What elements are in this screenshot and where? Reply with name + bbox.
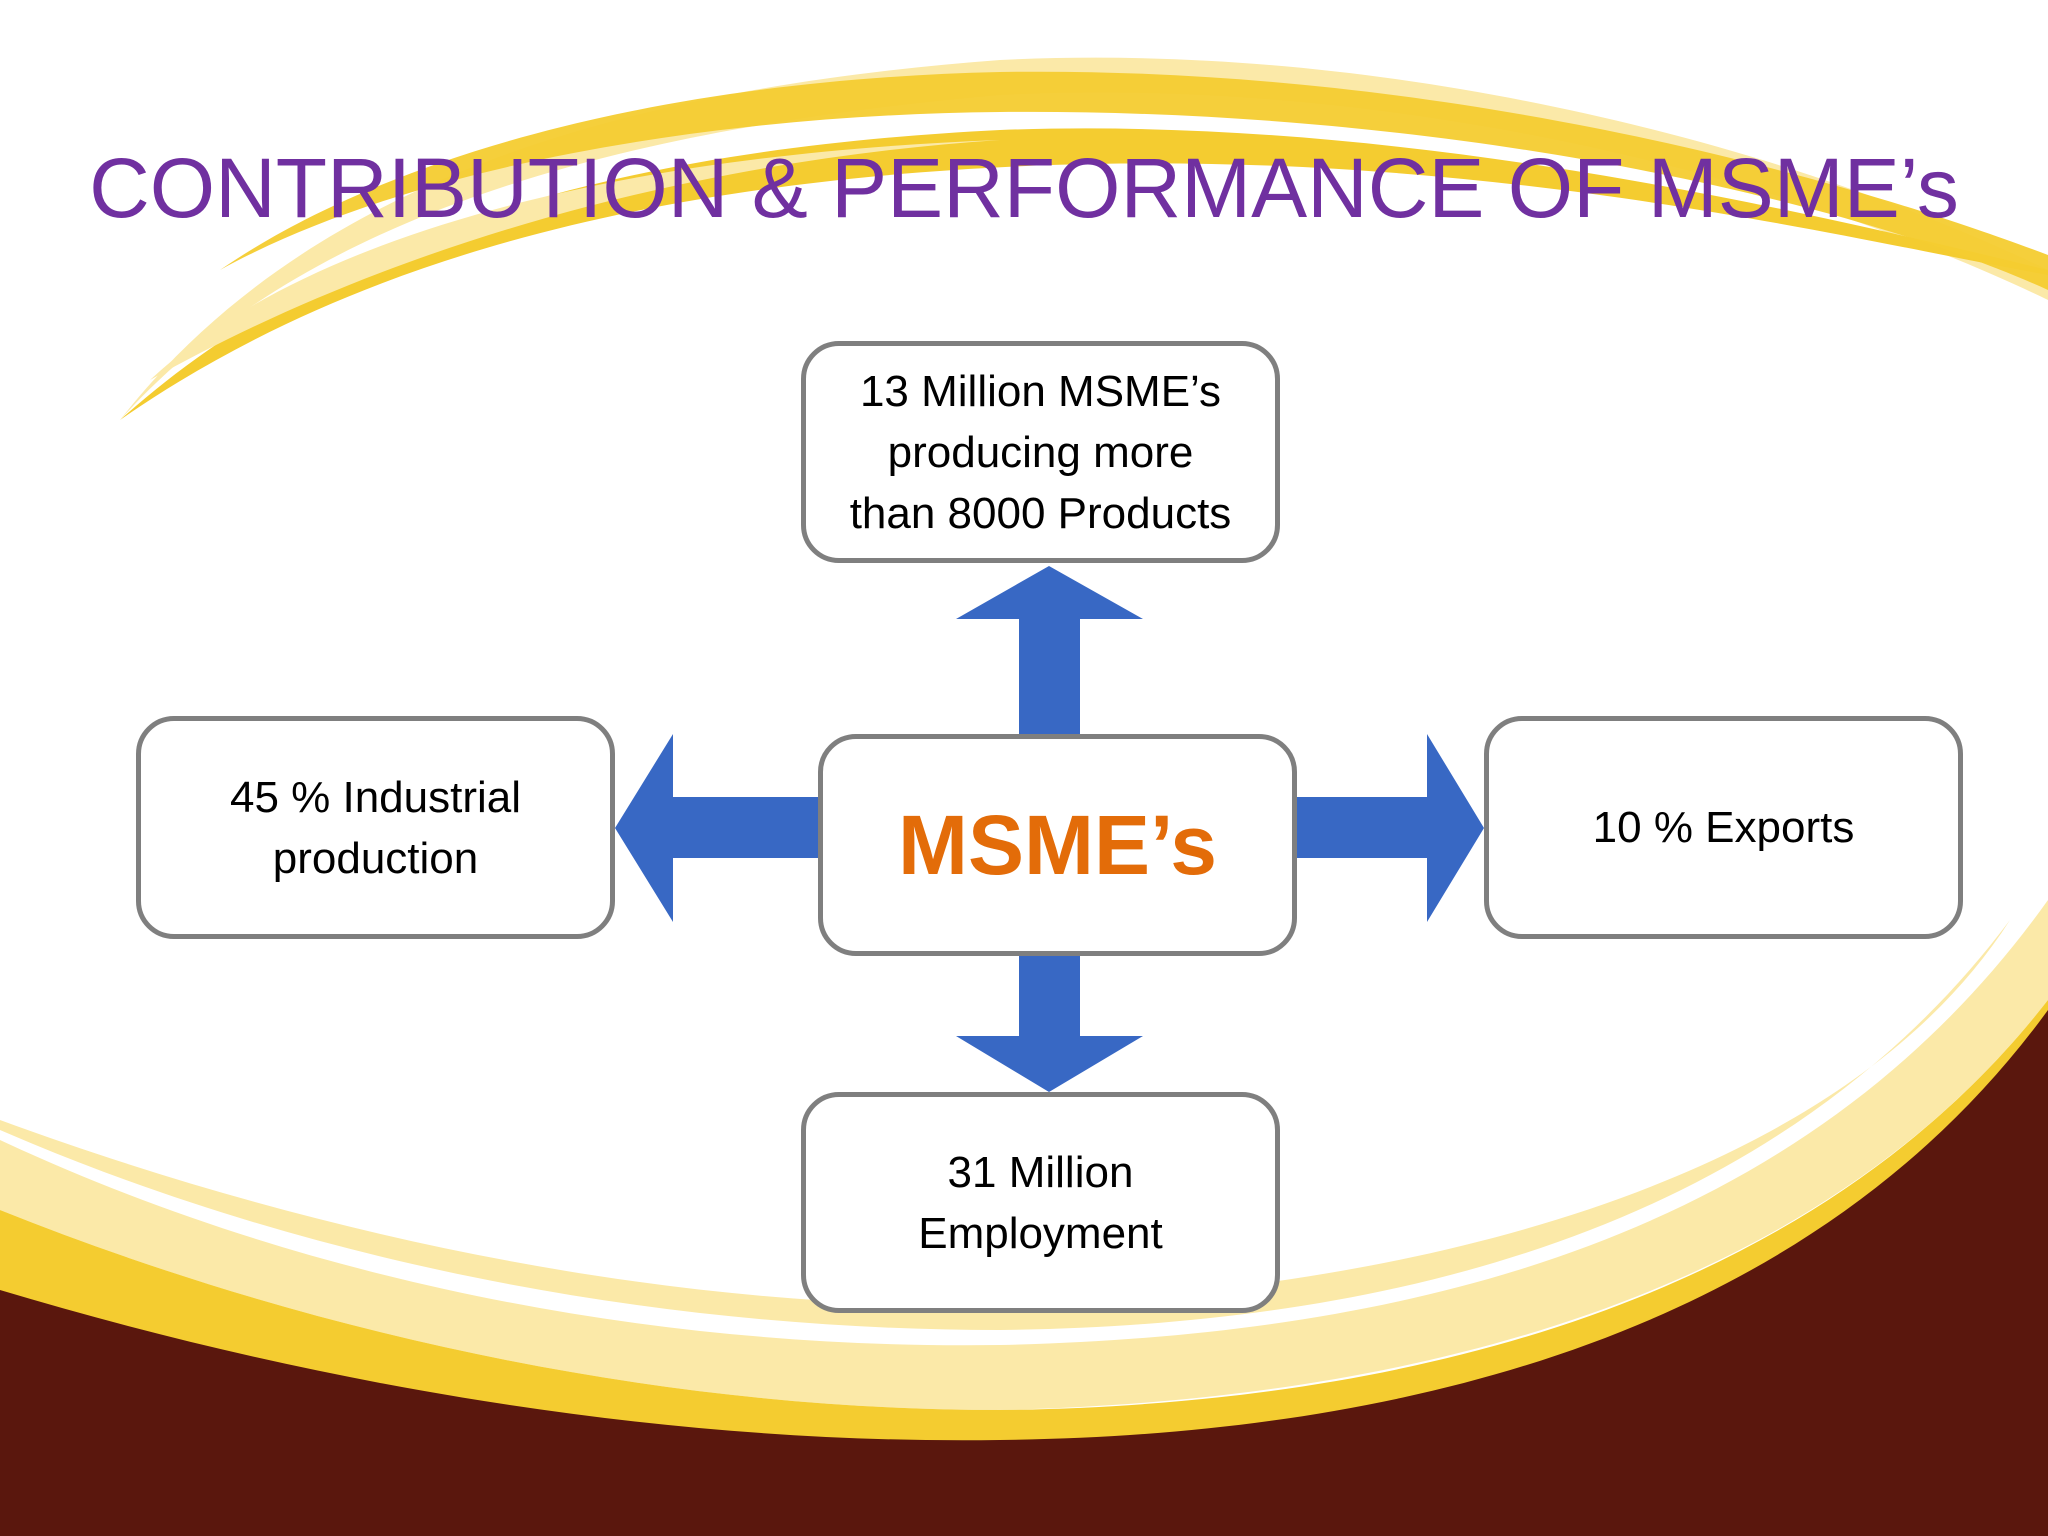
arrow-right-icon <box>1292 734 1484 922</box>
arrow-down-icon <box>956 950 1143 1092</box>
node-bottom-employment: 31 Million Employment <box>801 1092 1280 1313</box>
bottom-swoosh-light-band <box>0 900 2048 1410</box>
node-top-label: 13 Million MSME’s producing more than 80… <box>849 366 1232 538</box>
footer-brown <box>0 1010 2048 1536</box>
node-center-msme: MSME’s <box>818 734 1297 956</box>
center-label: MSME’s <box>898 797 1217 892</box>
node-bottom-label: 31 Million Employment <box>918 1147 1163 1258</box>
arrow-up-icon <box>956 566 1143 740</box>
node-right-exports: 10 % Exports <box>1484 716 1963 939</box>
node-right-label: 10 % Exports <box>1592 803 1855 852</box>
slide-title: CONTRIBUTION & PERFORMANCE OF MSME’s <box>89 141 1959 235</box>
arrow-left-icon <box>615 734 824 922</box>
node-top-msme-count: 13 Million MSME’s producing more than 80… <box>801 341 1280 563</box>
node-left-label: 45 % Industrial production <box>229 772 522 883</box>
node-left-industrial-production: 45 % Industrial production <box>136 716 615 939</box>
top-swoosh-light <box>120 57 2048 420</box>
